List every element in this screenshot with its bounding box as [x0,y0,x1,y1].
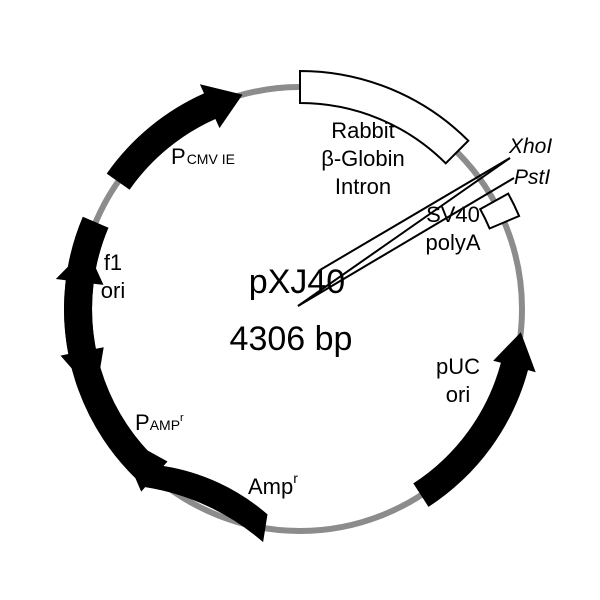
plasmid-size: 4306 bp [230,320,353,358]
sv40-label-line1: SV40 [426,202,480,227]
pamp-main: P [135,410,150,435]
sv40-polya-box [478,192,521,230]
puc-ori-arrow [413,332,536,507]
psti-site-line [297,177,515,307]
intron-label-line2: β-Globin [321,146,405,171]
plasmid-name: pXJ40 [249,263,345,301]
pamp-sub: AMP [150,417,180,433]
psti-site-label: PstI [514,166,550,189]
amp-label: Ampr [248,470,298,499]
xhoi-site-label: XhoI [508,135,552,158]
puc-label-line2: ori [446,382,470,407]
intron-label-line3: Intron [335,174,391,199]
intron-label-line1: Rabbit [331,118,395,143]
site-connector-line [319,157,511,271]
amp-main: Amp [248,474,293,499]
pamp-r-arrow [116,433,268,543]
pamp-sup: r [180,412,184,424]
puc-label-line1: pUC [436,354,480,379]
pcmv-sub: CMV IE [187,151,235,167]
feature-shapes [55,69,536,543]
f1-label-line2: ori [101,278,125,303]
pcmv-ie-arrow [106,84,243,190]
xhoi-site-line [297,157,511,307]
f1-label-line1: f1 [104,250,122,275]
pcmv-ie-label: PCMV IE [171,144,235,169]
amp-sup: r [293,470,298,486]
intron-box [299,69,470,165]
sv40-label-line2: polyA [425,230,480,255]
pcmv-main: P [171,144,186,169]
pamp-label: PAMPr [135,410,184,435]
f1-ori-arrow [60,216,109,396]
